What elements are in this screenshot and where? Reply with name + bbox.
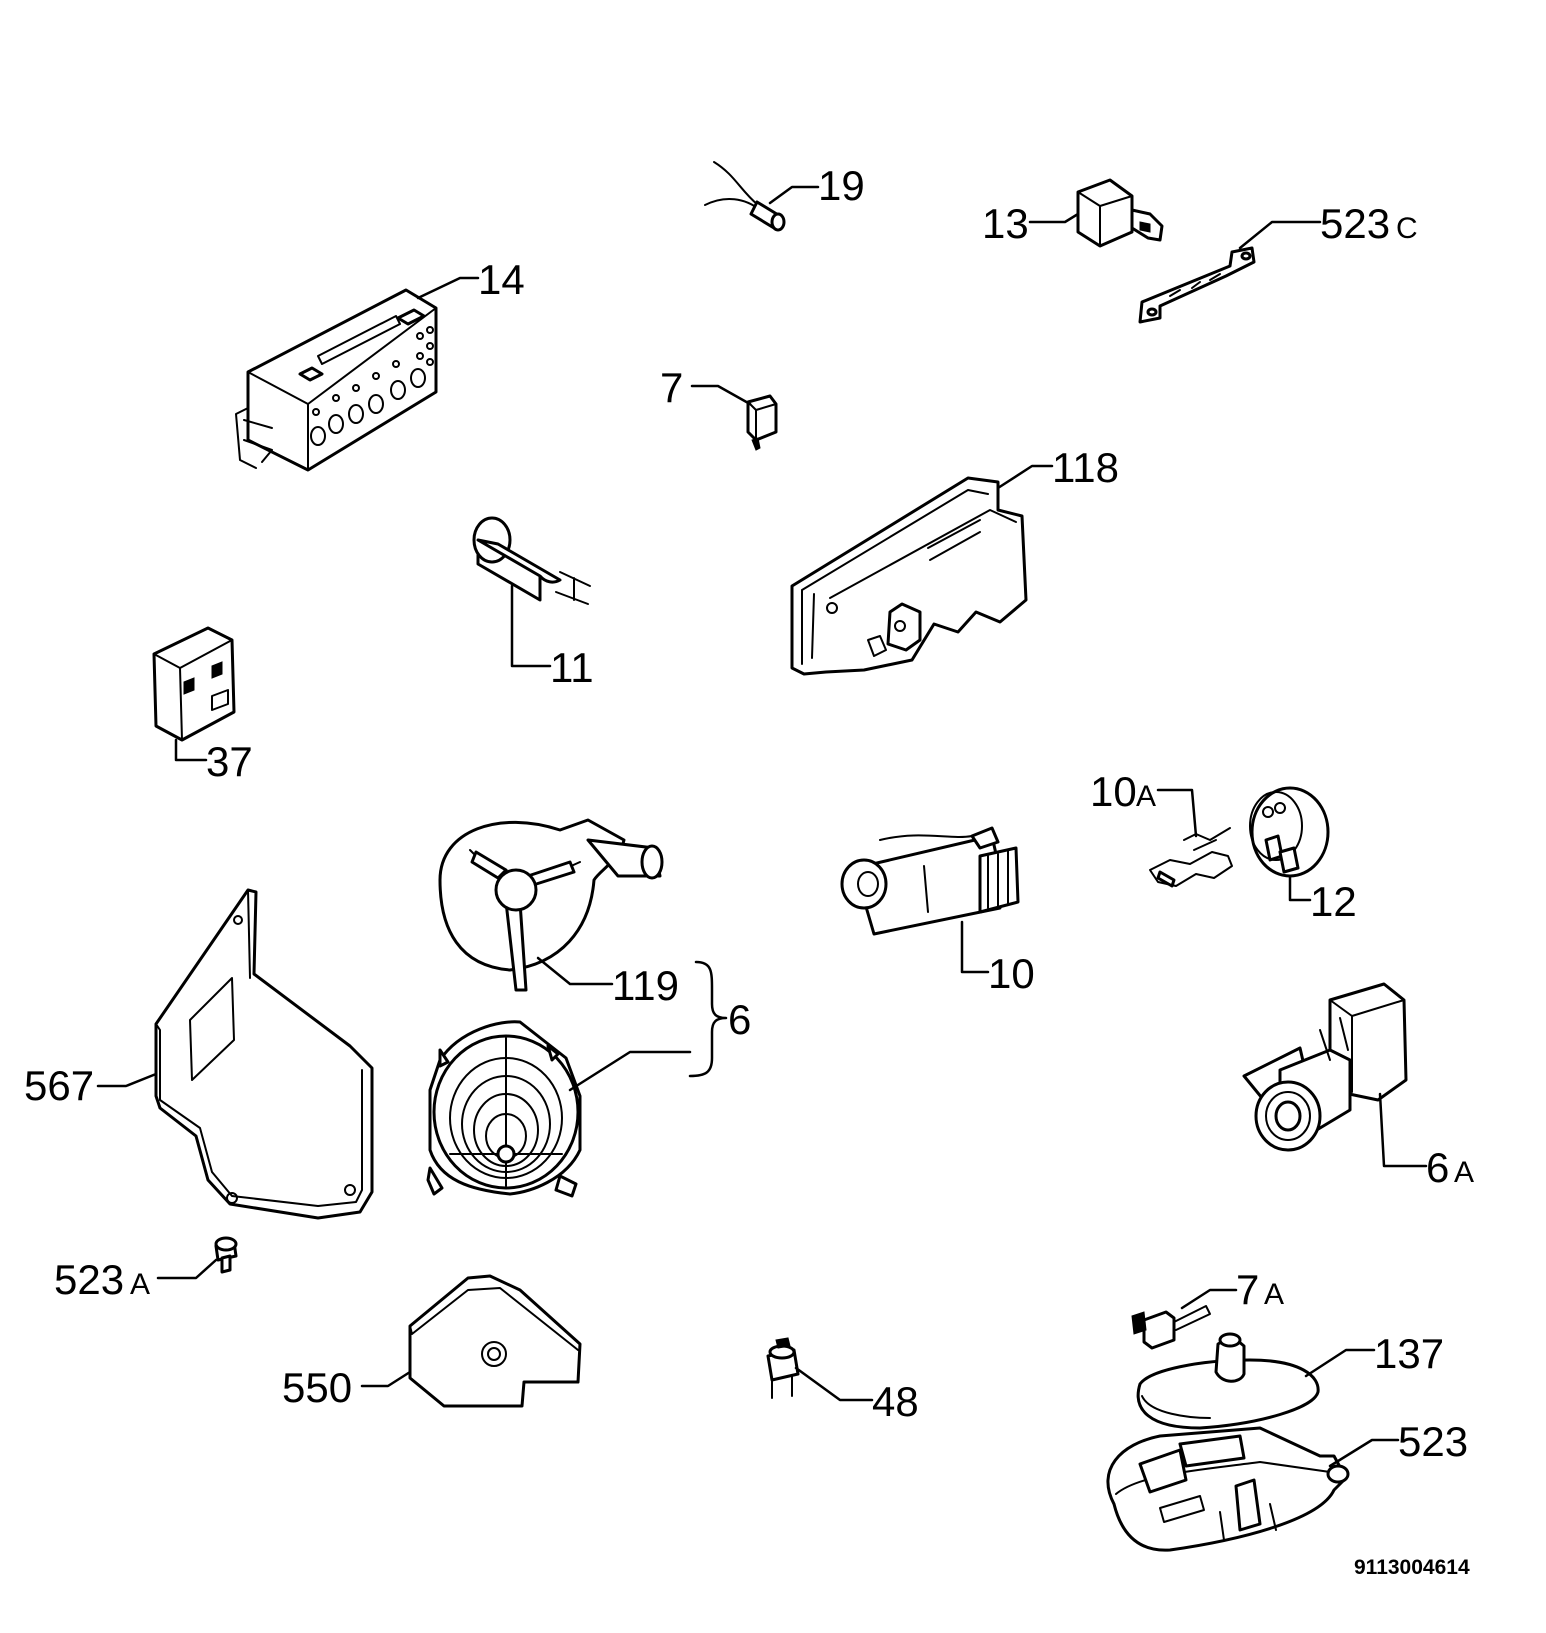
label-7a-suffix: A [1264, 1278, 1284, 1311]
part-567-duct-cover [96, 888, 374, 1220]
part-12-pressure-sensor [1249, 786, 1330, 902]
label-523a: 523 [54, 1256, 124, 1303]
label-6a: 6 [1426, 1144, 1449, 1191]
label-7: 7 [660, 364, 683, 411]
brace-6 [688, 960, 728, 1078]
part-7a-switch [1131, 1288, 1238, 1350]
part-10a-clip [1149, 788, 1233, 888]
part-118-dispenser [790, 464, 1054, 676]
label-118: 118 [1052, 444, 1119, 491]
part-137-float [1136, 1332, 1376, 1430]
label-137: 137 [1374, 1330, 1444, 1377]
label-119: 119 [612, 962, 679, 1009]
part-37-filter [152, 626, 236, 762]
label-550: 550 [282, 1364, 352, 1411]
label-10a-suffix: A [1136, 780, 1156, 813]
label-19: 19 [818, 162, 865, 209]
label-567: 567 [24, 1062, 94, 1109]
label-6a-suffix: A [1454, 1156, 1474, 1189]
part-6a-drain-pump [1242, 982, 1428, 1168]
part-523a-screw [156, 1236, 238, 1280]
part-6-fan [426, 1020, 692, 1198]
label-48: 48 [872, 1378, 919, 1425]
label-523a-suffix: A [130, 1268, 150, 1301]
part-13-switch [1028, 178, 1164, 248]
label-523-suffix-c: C [1396, 212, 1418, 245]
part-523c-bracket [1138, 220, 1322, 324]
label-6: 6 [728, 996, 751, 1043]
part-19-sensor [704, 161, 820, 232]
part-550-cover [360, 1274, 582, 1408]
drawing-code: 9113004614 [1354, 1556, 1470, 1579]
part-119-fan-housing [438, 818, 664, 992]
label-13: 13 [982, 200, 1029, 247]
part-11-capacitor [472, 516, 591, 668]
label-523-housing: 523 [1398, 1418, 1468, 1465]
label-12: 12 [1310, 878, 1357, 925]
label-10: 10 [988, 950, 1035, 997]
part-48-connector [766, 1337, 874, 1402]
part-14-control-module [235, 276, 480, 472]
label-14: 14 [478, 256, 525, 303]
label-10a: 10 [1090, 768, 1137, 815]
label-523: 523 [1320, 200, 1390, 247]
part-10-heater [840, 826, 1020, 974]
label-11: 11 [550, 644, 594, 691]
label-7a: 7 [1236, 1266, 1259, 1313]
part-7-micro-switch [690, 384, 778, 451]
part-523-float-housing [1106, 1426, 1400, 1552]
label-37: 37 [206, 738, 253, 785]
